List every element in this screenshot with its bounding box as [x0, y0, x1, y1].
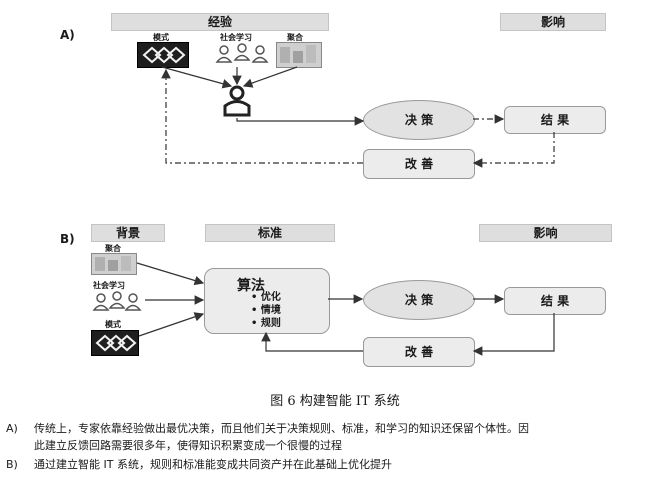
arrow-expert-to-decision [236, 116, 365, 126]
header-impact-b: 影响 [479, 224, 612, 242]
aggregate-icon [95, 256, 131, 271]
arrow-feedback-to-pattern [161, 68, 363, 164]
arrow-improve-to-algo [261, 331, 363, 352]
note-a-line2: 此建立反馈回路需要很多年，使得知识积累变成一个很慢的过程 [34, 439, 342, 452]
input-social-label-a: 社会学习 [220, 33, 252, 42]
algorithm-item-optimize: • 优化 [251, 292, 281, 303]
pattern-icon [142, 46, 186, 64]
decision-node-b: 决 策 [363, 280, 475, 320]
note-b: B) 通过建立智能 IT 系统，规则和标准能变成共同资产并在此基础上优化提升 [6, 456, 392, 473]
note-b-tag: B) [6, 458, 18, 471]
pattern-thumbnail-b [91, 330, 139, 356]
improve-node-a: 改 善 [363, 149, 475, 179]
header-standard: 标准 [205, 224, 335, 242]
panel-b-label: B) [60, 232, 75, 246]
result-node-b: 结 果 [504, 287, 606, 315]
result-node-a: 结 果 [504, 106, 606, 134]
algorithm-item-context: • 情境 [251, 305, 281, 316]
arrow-result-to-improve-b [472, 313, 555, 356]
note-a: A) 传统上，专家依靠经验做出最优决策，而且他们关于决策规则、标准，和学习的知识还… [6, 420, 529, 454]
decision-node-a: 决 策 [363, 100, 475, 140]
aggregate-icon [280, 45, 316, 63]
algorithm-title: 算法 [237, 278, 265, 294]
input-pattern-label-a: 模式 [153, 33, 169, 42]
arrow-pattern-to-expert [161, 66, 233, 89]
note-a-line1: 传统上，专家依靠经验做出最优决策，而且他们关于决策规则、标准，和学习的知识还保留… [34, 422, 529, 435]
header-background: 背景 [91, 224, 165, 242]
pattern-icon [95, 334, 137, 352]
algorithm-box: 算法 • 优化 • 情境 • 规则 [204, 268, 330, 334]
note-a-tag: A) [6, 422, 18, 435]
header-experience: 经验 [111, 13, 329, 31]
input-aggregate-label-a: 聚合 [287, 33, 303, 42]
figure-caption: 图 6 构建智能 IT 系统 [270, 394, 400, 409]
aggregate-thumbnail-a [276, 42, 322, 68]
panel-a-label: A) [60, 28, 75, 42]
header-impact-a: 影响 [500, 13, 606, 31]
input-social-label-b: 社会学习 [93, 281, 125, 290]
arrow-result-to-improve-a [472, 132, 555, 168]
social-learning-people-b [89, 290, 145, 314]
note-b-line1: 通过建立智能 IT 系统，规则和标准能变成共同资产并在此基础上优化提升 [34, 458, 392, 471]
social-learning-people-a [210, 42, 274, 68]
people-icon [92, 291, 142, 311]
arrow-pattern-to-algo [138, 312, 205, 337]
expert-icon [221, 84, 253, 118]
algorithm-item-rules: • 规则 [251, 318, 281, 329]
people-icon [215, 43, 269, 63]
pattern-thumbnail-a [137, 42, 189, 68]
input-pattern-label-b: 模式 [105, 320, 121, 329]
input-aggregate-label-b: 聚合 [105, 244, 121, 253]
aggregate-thumbnail-b [91, 253, 137, 275]
arrow-aggregate-to-expert [242, 66, 298, 88]
arrow-aggregate-to-algo [136, 262, 205, 286]
improve-node-b: 改 善 [363, 337, 475, 367]
